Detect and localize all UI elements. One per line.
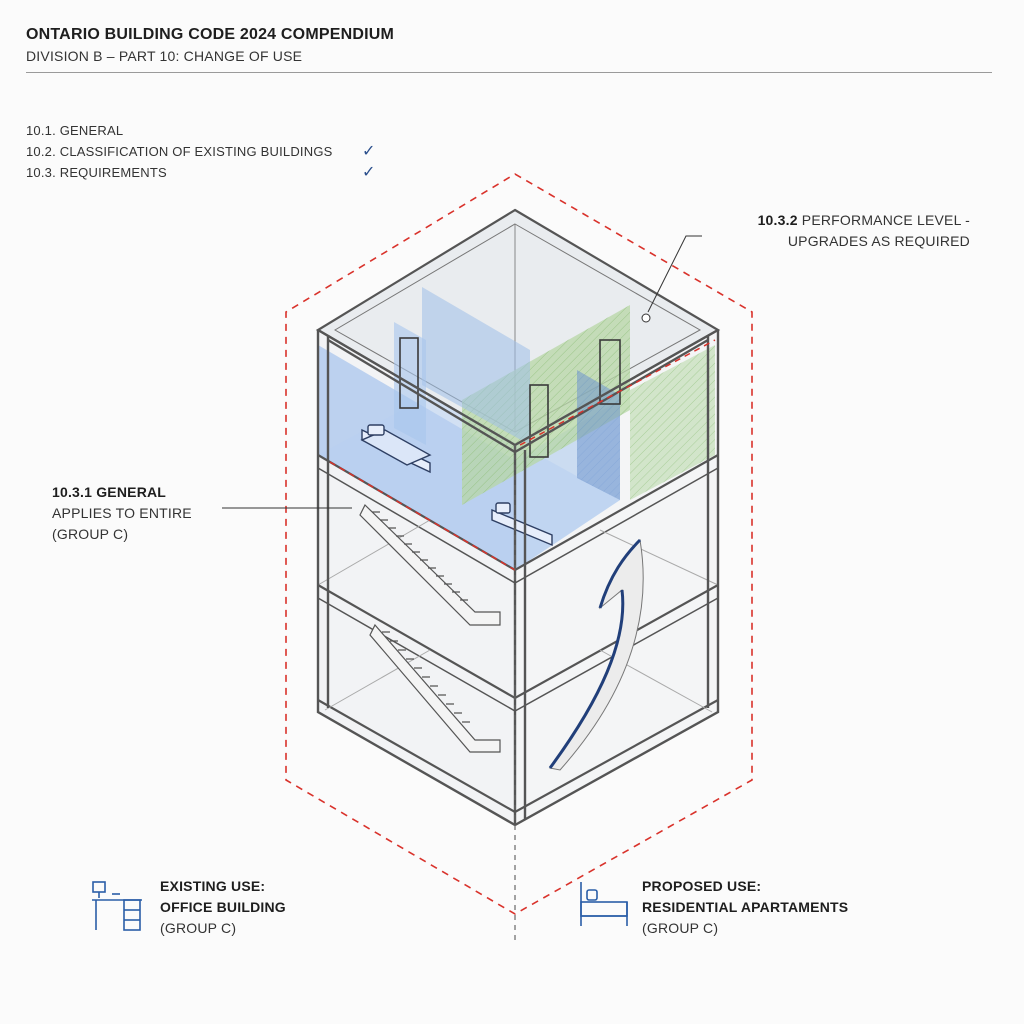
bed-furniture — [491, 502, 553, 547]
section-label: 10.2. CLASSIFICATION OF EXISTING BUILDIN… — [26, 144, 333, 159]
legend-use-name: OFFICE BUILDING — [160, 899, 286, 915]
callout-performance: 10.3.2 PERFORMANCE LEVEL - UPGRADES AS R… — [700, 210, 970, 252]
callout-text: (GROUP C) — [52, 526, 129, 542]
change-of-use-arrow — [548, 538, 644, 771]
legend-group: (GROUP C) — [160, 920, 237, 936]
door — [599, 339, 621, 405]
header-divider — [26, 72, 992, 73]
door — [529, 384, 549, 458]
building-boundary-dashed — [285, 173, 753, 915]
callout-general: 10.3.1 GENERAL APPLIES TO ENTIRE (GROUP … — [52, 482, 192, 545]
callout-title-text: PERFORMANCE LEVEL - — [801, 212, 970, 228]
page-subtitle: DIVISION B – PART 10: CHANGE OF USE — [26, 48, 303, 64]
document-header: ONTARIO BUILDING CODE 2024 COMPENDIUM DI… — [26, 26, 992, 64]
bed-icon — [580, 882, 628, 926]
legend-existing-use: EXISTING USE: OFFICE BUILDING (GROUP C) — [160, 876, 286, 939]
callout-title: 10.3.1 GENERAL — [52, 484, 167, 500]
green-wall-right-hatch — [630, 345, 715, 500]
legend-proposed-use: PROPOSED USE: RESIDENTIAL APARTAMENTS (G… — [642, 876, 848, 939]
floor-back-line — [317, 519, 431, 586]
leader-line-performance — [647, 235, 702, 313]
green-partition-hatch — [462, 305, 630, 505]
section-item-10-2: 10.2. CLASSIFICATION OF EXISTING BUILDIN… — [26, 141, 386, 162]
dashed-accent — [329, 461, 516, 571]
legend-heading: EXISTING USE: — [160, 878, 266, 894]
section-label: 10.3. REQUIREMENTS — [26, 165, 167, 180]
leader-endpoint — [641, 313, 651, 323]
staircase-lower — [369, 623, 501, 753]
staircase-upper — [359, 503, 501, 626]
floor-back-line — [324, 649, 431, 711]
door — [399, 337, 419, 409]
page-title: ONTARIO BUILDING CODE 2024 COMPENDIUM — [26, 26, 395, 43]
section-label: 10.1. GENERAL — [26, 123, 124, 138]
legend-group: (GROUP C) — [642, 920, 719, 936]
callout-title-number: 10.3.2 — [757, 212, 798, 228]
checkmark-icon: ✓ — [362, 143, 376, 160]
dashed-accent — [519, 339, 716, 446]
section-item-10-3: 10.3. REQUIREMENTS ✓ — [26, 162, 386, 183]
legend-use-name: RESIDENTIAL APARTAMENTS — [642, 899, 849, 915]
section-list: 10.1. GENERAL 10.2. CLASSIFICATION OF EX… — [26, 120, 386, 183]
office-desk-icon — [92, 881, 142, 931]
blue-partition-1 — [422, 287, 530, 445]
bed-furniture — [360, 424, 432, 474]
callout-text: APPLIES TO ENTIRE — [52, 505, 192, 521]
checkmark-icon: ✓ — [362, 164, 376, 181]
legend-heading: PROPOSED USE: — [642, 878, 762, 894]
section-item-10-1: 10.1. GENERAL — [26, 120, 386, 141]
floor-back-line — [599, 529, 719, 586]
callout-text: UPGRADES AS REQUIRED — [787, 233, 970, 249]
